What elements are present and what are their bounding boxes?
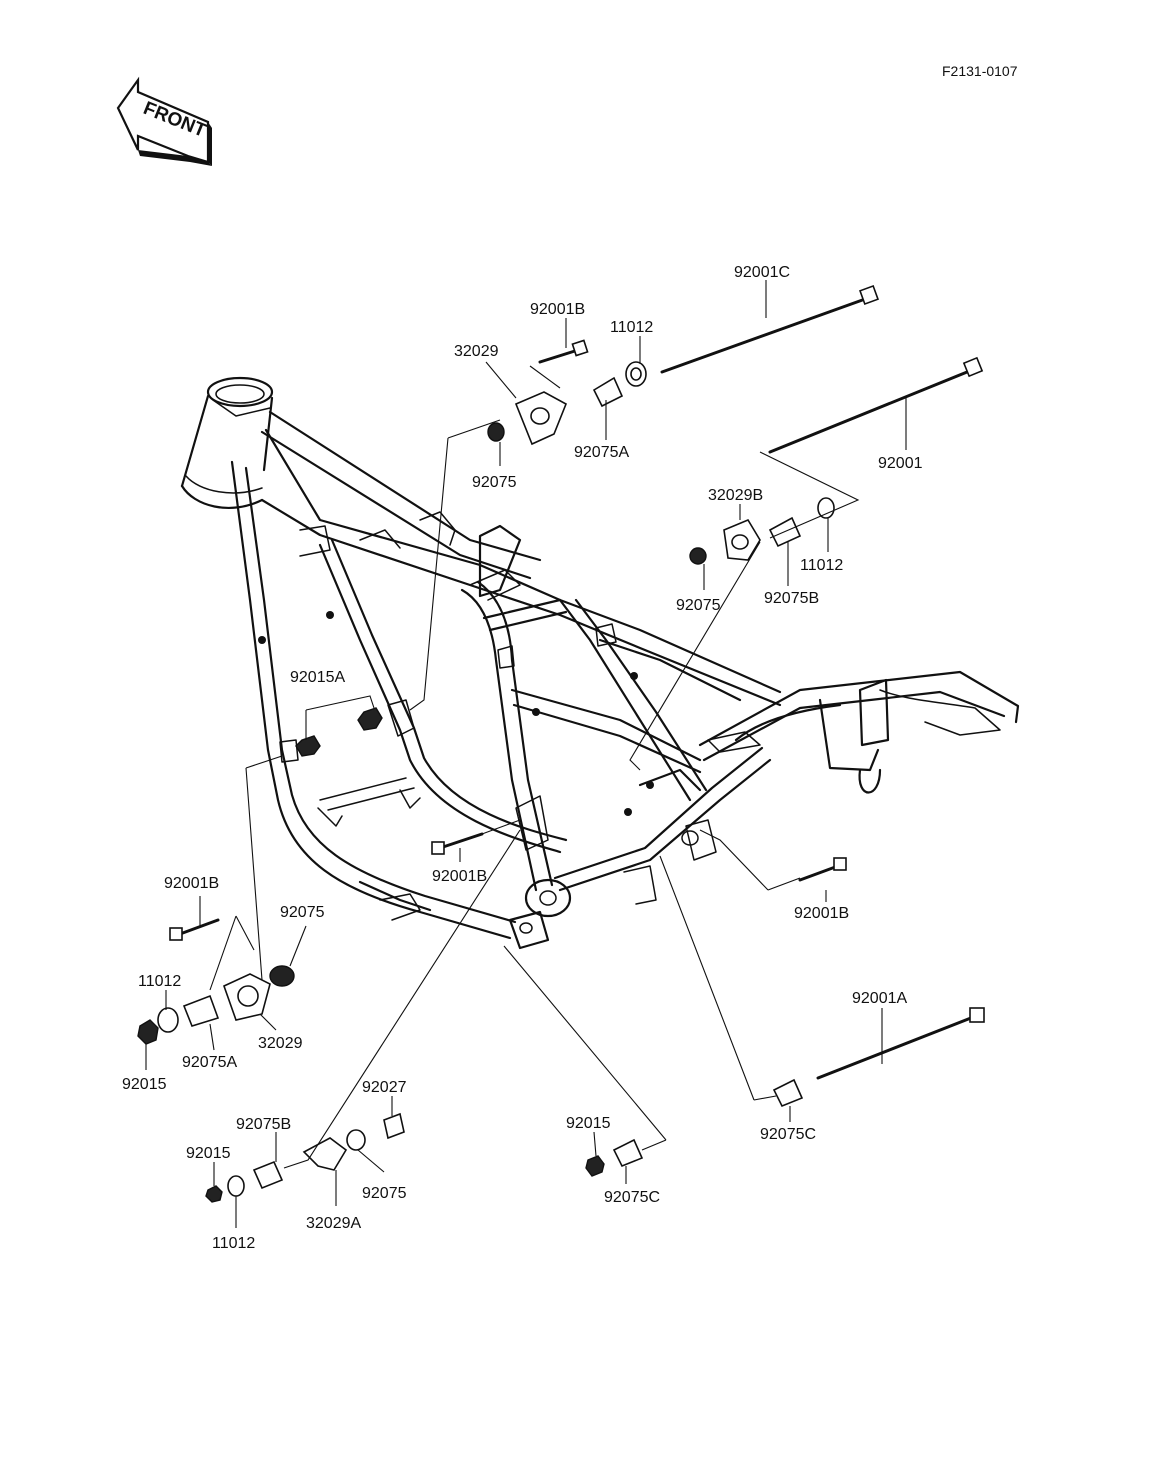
label-92001B-top: 92001B (530, 301, 585, 318)
bushing-92075C-right (772, 1078, 804, 1108)
nut-92015-bottomright (585, 1155, 605, 1177)
label-32029-top: 32029 (454, 343, 499, 360)
bolt-92001B-right (798, 864, 840, 882)
bolt-92001C (660, 296, 870, 374)
center-bolts (431, 832, 985, 1108)
rubber-92075-left (269, 965, 295, 987)
label-92015-bottomright: 92015 (566, 1115, 611, 1132)
label-92001B-left: 92001B (164, 875, 219, 892)
bushing-92075C-bottom (612, 1138, 644, 1168)
nut-92015-bottom (205, 1185, 223, 1203)
top-mount-assembly (295, 285, 984, 757)
bolt-92001B-center (438, 832, 484, 850)
rubber-92075-top (487, 422, 505, 442)
nut-92015A (357, 707, 383, 731)
label-92015-left: 92015 (122, 1076, 167, 1093)
leader-lines (145, 280, 907, 1228)
label-92075A-top: 92075A (574, 444, 629, 461)
label-11012-top: 11012 (610, 319, 653, 336)
left-mount-assembly (137, 918, 295, 1045)
bolt-92001A (816, 1014, 978, 1080)
front-arrow-icon: FRONT (116, 76, 212, 166)
label-92001C: 92001C (734, 264, 790, 281)
nut-92015-left (137, 1019, 159, 1045)
collar-11012-mid (817, 497, 835, 519)
bushing-92075A-top (592, 376, 624, 408)
nut-92015A-lower (295, 735, 321, 757)
label-11012-bottom: 11012 (212, 1235, 255, 1252)
label-92075-top: 92075 (472, 474, 517, 491)
label-92015-bottom: 92015 (186, 1145, 231, 1162)
collar-11012-left (157, 1007, 179, 1033)
steering-head-top (206, 376, 274, 408)
label-92075-left: 92075 (280, 904, 325, 921)
bottom-left-assembly (205, 1112, 405, 1203)
label-32029B: 32029B (708, 487, 763, 504)
label-92001B-right: 92001B (794, 905, 849, 922)
label-92075B-mid: 92075B (764, 590, 819, 607)
label-11012-left: 11012 (138, 973, 181, 990)
label-92075C-bottom: 92075C (604, 1189, 660, 1206)
part-labels: 92001C 92001B 11012 32029 92001 92075 92… (122, 264, 923, 1252)
bushing-92075A-left (182, 994, 220, 1027)
rubber-92075-mid (689, 547, 707, 565)
rubber-92075-bottom (346, 1129, 366, 1151)
label-32029-left: 32029 (258, 1035, 303, 1052)
motorcycle-frame (180, 376, 1020, 950)
bolt-92001B-left (178, 918, 220, 936)
bolt-92001 (768, 368, 974, 454)
collar-92027 (383, 1112, 405, 1140)
label-92001A: 92001A (852, 990, 907, 1007)
bushing-92075B-bottom (252, 1160, 284, 1190)
bracket-32029A (302, 1137, 348, 1171)
label-32029A: 32029A (306, 1215, 361, 1232)
label-92075-mid: 92075 (676, 597, 721, 614)
label-92001B-center: 92001B (432, 868, 487, 885)
label-92075-bottom: 92075 (362, 1185, 407, 1202)
label-92075B-bottom: 92075B (236, 1116, 291, 1133)
bolt-92001B-top (538, 348, 580, 364)
label-92075C-right: 92075C (760, 1126, 816, 1143)
label-92075A-left: 92075A (182, 1054, 237, 1071)
label-92027: 92027 (362, 1079, 407, 1096)
bottom-right-assembly (585, 1138, 644, 1177)
label-92001: 92001 (878, 455, 923, 472)
label-92015A: 92015A (290, 669, 345, 686)
collar-11012-bottom (227, 1175, 245, 1197)
label-11012-mid: 11012 (800, 557, 843, 574)
diagram-code: F2131-0107 (942, 63, 1018, 79)
